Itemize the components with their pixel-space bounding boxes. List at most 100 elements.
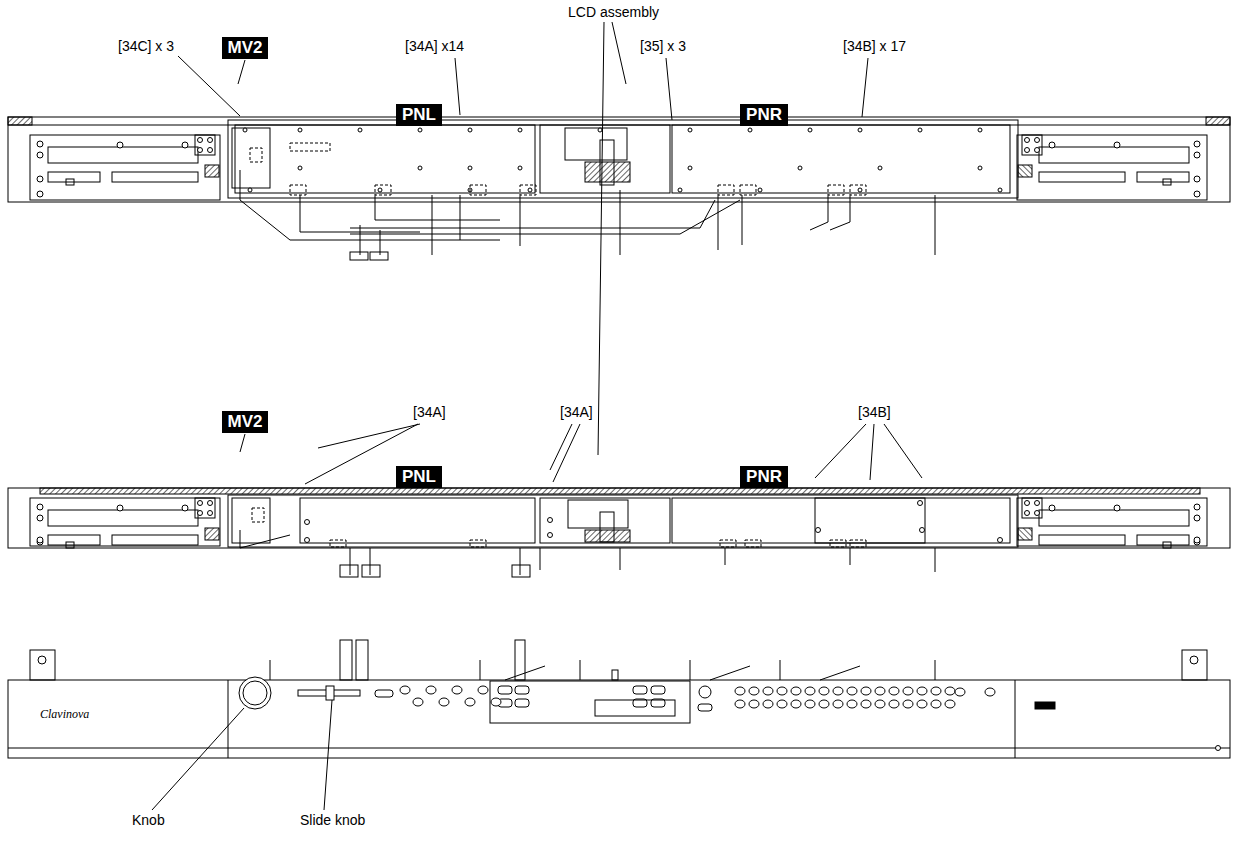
panel-lip (8, 748, 1230, 749)
screw-hole (688, 166, 692, 170)
mirror-bracket (1017, 498, 1207, 548)
connector (740, 185, 756, 195)
screw-hole (1194, 141, 1200, 147)
screw-hole (1194, 515, 1200, 521)
panel-divider (1015, 680, 1016, 758)
screw-hole (998, 188, 1002, 192)
screw-hole (468, 128, 472, 132)
connector (718, 185, 734, 195)
cable (810, 195, 828, 230)
callout-label: [34B] (858, 404, 891, 420)
connector (290, 185, 306, 195)
end-bracket (30, 135, 220, 200)
leader-line (666, 58, 672, 120)
part-label-box: MV2 (222, 37, 269, 59)
bracket-tab (1163, 542, 1171, 548)
cable (350, 200, 740, 234)
screw-hole (518, 166, 522, 170)
panel-button (889, 700, 899, 708)
panel-button (763, 700, 773, 708)
frame-outline (8, 488, 1230, 548)
leader-line (238, 60, 245, 84)
callout-label: [34B] x 17 (843, 38, 906, 54)
screw-hole (198, 148, 203, 153)
screw-hole (858, 128, 862, 132)
hatch-block (205, 528, 219, 540)
panel-button (945, 700, 955, 708)
connector (828, 185, 844, 195)
screw-hole (208, 511, 213, 516)
panel-button (931, 687, 941, 695)
cable (240, 170, 500, 240)
panel-button (735, 687, 745, 695)
cable-end (340, 640, 352, 680)
screw-hole (1190, 656, 1198, 664)
hatch-block (1018, 165, 1032, 177)
screw-hole (243, 128, 247, 132)
screw-hole (548, 518, 553, 523)
cable-end (580, 660, 581, 680)
cable (830, 195, 850, 230)
screw-hole (1049, 142, 1055, 148)
connector (520, 185, 536, 195)
panel-button (735, 700, 745, 708)
hatch-block (1018, 528, 1032, 540)
panel-button (426, 686, 436, 694)
screw-hole (198, 138, 203, 143)
bracket-slot (112, 172, 198, 182)
screw-hole (878, 166, 882, 170)
leader-line (550, 424, 572, 470)
leader-line (612, 22, 626, 84)
lcd-window (595, 700, 675, 716)
cable-plug (340, 565, 358, 577)
part-label-box: MV2 (222, 411, 269, 433)
lcd-module (568, 500, 628, 528)
screw-hole (918, 128, 922, 132)
leader-lines (152, 22, 922, 810)
panel-button (917, 687, 927, 695)
part-name: PNR (746, 105, 782, 125)
screw-hole (37, 176, 43, 182)
volume-knob-inner (243, 681, 267, 705)
cable (520, 548, 521, 575)
cable (350, 548, 351, 575)
screw-hole (808, 128, 812, 132)
cable-end (480, 660, 481, 680)
screw-hole (978, 166, 982, 170)
leader-line (862, 58, 868, 117)
screw-hole (305, 538, 310, 543)
mv2-part (252, 508, 264, 522)
callout-label: [35] x 3 (640, 38, 686, 54)
cable (375, 195, 500, 220)
part-name: MV2 (228, 412, 263, 432)
panel-button (805, 700, 815, 708)
display-panel (490, 681, 690, 723)
bracket-slot (48, 147, 198, 163)
cable-end (780, 660, 781, 680)
part-label-box: PNL (396, 466, 442, 488)
bracket-tab (1022, 498, 1042, 518)
screw-hole (1194, 152, 1200, 158)
panel-button (875, 687, 885, 695)
cable-end (710, 666, 750, 680)
pnr-sub-board (815, 498, 925, 543)
bracket-slot (1039, 535, 1125, 545)
panel-button (749, 700, 759, 708)
connector (745, 540, 761, 547)
screw-hole (1035, 148, 1040, 153)
screw-hole (1049, 505, 1055, 511)
panel-button (413, 698, 423, 706)
screw-hole (1025, 511, 1030, 516)
mount-tab (1182, 650, 1207, 680)
screw-hole (208, 148, 213, 153)
panel-button (452, 686, 462, 694)
pnl-board (235, 125, 535, 193)
leader-line (324, 700, 332, 810)
screw-hole (1194, 191, 1200, 197)
screw-hole (248, 188, 252, 192)
screw-hole (358, 128, 362, 132)
bracket-slot (112, 535, 198, 545)
cable-plug (512, 565, 530, 577)
end-bracket (1017, 498, 1207, 546)
bracket-slot (48, 510, 198, 526)
